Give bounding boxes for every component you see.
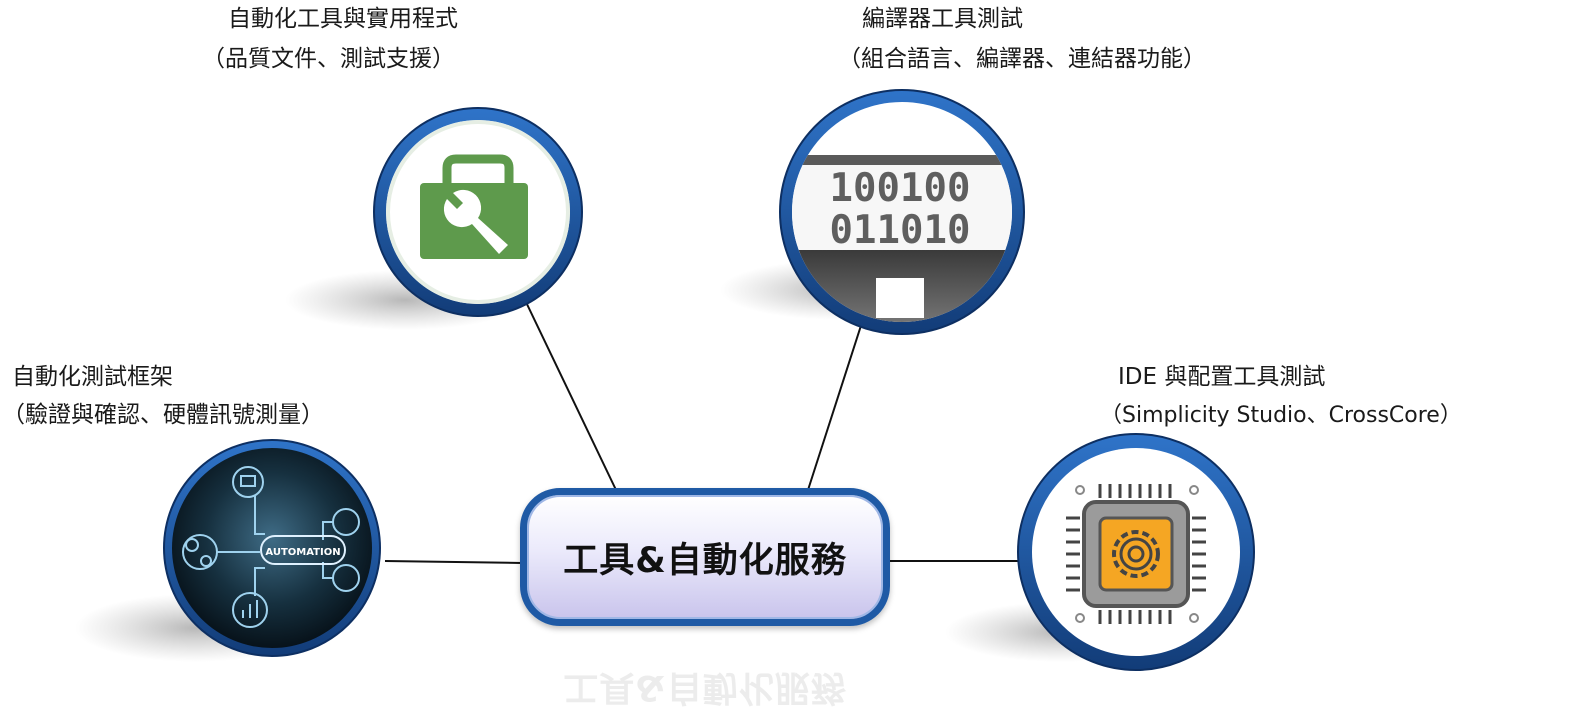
node-framework: AUTOMATION xyxy=(163,439,381,657)
hub-reflection-text: 工具&自動化服務 xyxy=(563,667,847,707)
label-framework-title: 自動化測試框架 xyxy=(12,364,173,390)
chip-gear-icon xyxy=(1066,484,1206,624)
binary-row-2: 011010 xyxy=(830,208,971,253)
hub-reflection: 工具&自動化服務 xyxy=(520,630,890,716)
node-utilities xyxy=(373,107,583,317)
toolbox-wrench-icon xyxy=(420,154,528,259)
node-compiler: 100100 011010 xyxy=(779,89,1025,335)
label-utilities-subtitle: （品質文件、測試支援） xyxy=(202,46,455,72)
label-framework-subtitle: （驗證與確認、硬體訊號測量） xyxy=(2,402,324,428)
automation-circuit-icon xyxy=(182,466,360,628)
connector-lines xyxy=(384,299,1030,564)
label-ide-subtitle: （Simplicity Studio、CrossCore） xyxy=(1100,403,1462,428)
label-compiler-subtitle: （組合語言、編譯器、連結器功能） xyxy=(838,46,1206,72)
automation-badge: AUTOMATION xyxy=(265,547,340,558)
node-ide xyxy=(1017,433,1255,671)
hub-label: 工具&自動化服務 xyxy=(563,540,847,581)
label-ide-title: IDE 與配置工具測試 xyxy=(1118,364,1326,390)
label-compiler-title: 編譯器工具測試 xyxy=(862,6,1023,32)
binary-row-1: 100100 xyxy=(830,166,971,211)
hub-node: 工具&自動化服務 xyxy=(520,488,890,626)
label-utilities-title: 自動化工具與實用程式 xyxy=(228,6,458,32)
